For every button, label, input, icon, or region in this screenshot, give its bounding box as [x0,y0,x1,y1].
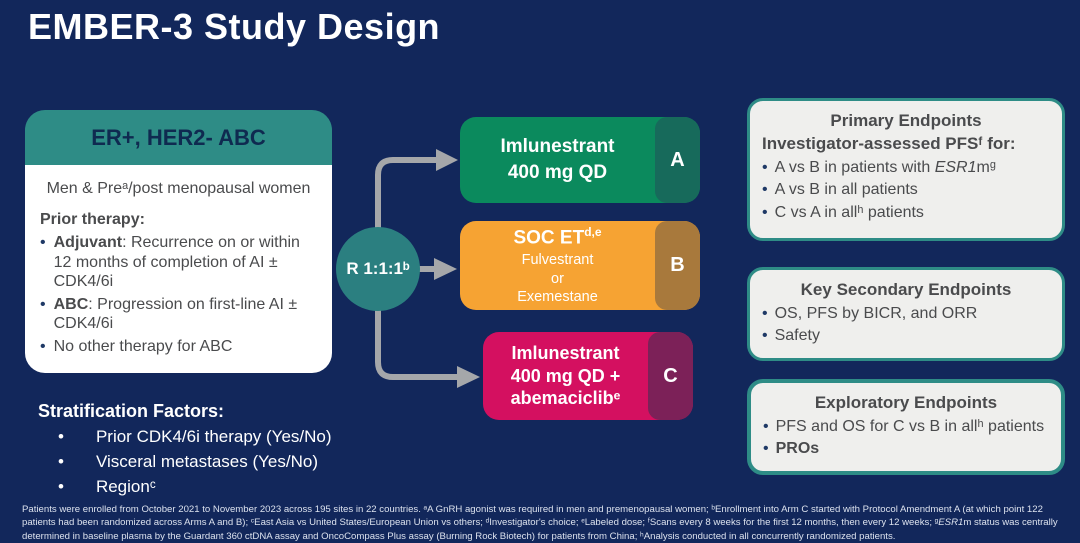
list-item-text: Adjuvant: Recurrence on or within 12 mon… [53,234,300,291]
arm-a-tab: A [655,117,700,203]
list-item-text: Safety [774,327,820,345]
randomization-circle: R 1:1:1ᵇ [336,227,420,311]
arrowhead-c-icon [457,366,480,388]
bullet-icon: • [40,295,46,313]
list-item-text: OS, PFS by BICR, and ORR [774,305,978,322]
arm-c-text: Imlunestrant 400 mg QD + abemaciclibᵉ [483,332,648,420]
bullet-icon: • [762,327,768,345]
arm-a-line: 400 mg QD [507,162,608,183]
arm-c-letter: C [663,364,678,387]
arm-b-line: or [551,270,564,287]
list-item-text: PROs [775,440,820,458]
bullet-icon: • [762,203,768,221]
arm-c-box: Imlunestrant 400 mg QD + abemaciclibᵉ C [483,332,693,420]
bullet-icon: • [58,452,64,471]
arm-b-line: Fulvestrant [521,252,594,269]
primary-endpoints-subtitle: Investigator-assessed PFSᶠ for: [762,134,1016,153]
exploratory-endpoints-card: Exploratory Endpoints • PFS and OS for C… [747,379,1065,475]
list-item: • OS, PFS by BICR, and ORR [762,303,1050,325]
list-item: • A vs B in patients with ESR1mᵍ [762,157,1050,179]
arm-c-line: 400 mg QD + [510,365,621,386]
list-item: • Regionᶜ [58,477,368,497]
arm-b-title: SOC ETd,e [513,225,602,249]
bullet-icon: • [58,477,64,496]
randomization-label: R 1:1:1ᵇ [346,259,410,278]
exploratory-endpoints-title: Exploratory Endpoints [814,393,998,412]
bullet-icon: • [762,181,768,199]
list-item-text: A vs B in all patients [774,181,918,199]
list-item-text: C vs A in allʰ patients [774,203,924,221]
arrowhead-a-icon [436,149,458,171]
stratification-list: • Prior CDK4/6i therapy (Yes/No) • Visce… [38,427,368,497]
arm-c-tab: C [648,332,693,420]
arm-b-letter: B [670,254,685,276]
arm-c-line: Imlunestrant [511,343,620,364]
arrowhead-b-icon [434,258,457,280]
bullet-icon: • [762,159,768,176]
arm-c-line: abemaciclibᵉ [510,388,621,409]
population-card: ER+, HER2- ABC Men & Preᵃ/post menopausa… [25,110,332,374]
list-item: • Safety [762,325,1050,347]
arm-a-box: Imlunestrant 400 mg QD A [460,117,700,203]
arm-b-tab: B [655,221,700,310]
arm-b-box: SOC ETd,e Fulvestrant or Exemestane B [460,221,700,310]
population-card-header: ER+, HER2- ABC [25,110,332,165]
list-item: • ABC: Progression on first-line AI ± CD… [40,295,317,334]
bullet-icon: • [763,418,769,435]
bullet-icon: • [58,427,64,446]
arm-b-text: SOC ETd,e Fulvestrant or Exemestane [460,221,655,310]
primary-endpoints-card: Primary Endpoints Investigator-assessed … [747,98,1065,241]
primary-endpoints-title: Primary Endpoints [830,111,982,130]
arm-a-line: Imlunestrant [500,136,615,158]
population-header-label: ER+, HER2- ABC [91,124,266,150]
stratification-label: Stratification Factors: [38,401,225,421]
stratification-factors: Stratification Factors: • Prior CDK4/6i … [38,401,368,502]
list-item-text: No other therapy for ABC [53,337,233,355]
list-item-text: Regionᶜ [95,477,156,496]
footnote: Patients were enrolled from October 2021… [22,504,1058,542]
arm-a-letter: A [670,148,685,171]
population-intro: Men & Preᵃ/post menopausal women [46,180,311,197]
list-item-text: Prior CDK4/6i therapy (Yes/No) [95,427,332,446]
list-item: • A vs B in all patients [762,179,1050,201]
prior-therapy-label: Prior therapy: [40,211,145,228]
population-card-body: Men & Preᵃ/post menopausal women Prior t… [25,165,332,374]
bullet-icon: • [763,440,769,458]
prior-therapy-list: • Adjuvant: Recurrence on or within 12 m… [40,233,317,356]
arm-b-line: Exemestane [517,288,598,305]
key-secondary-endpoints-title: Key Secondary Endpoints [800,280,1012,299]
list-item: • PROs [763,438,1049,460]
bullet-icon: • [40,234,46,251]
arm-a-text: Imlunestrant 400 mg QD [460,117,655,203]
list-item: • C vs A in allʰ patients [762,202,1050,224]
key-secondary-endpoints-card: Key Secondary Endpoints • OS, PFS by BIC… [747,267,1065,361]
list-item-text: A vs B in patients with ESR1mᵍ [774,159,996,176]
list-item-text: PFS and OS for C vs B in allʰ patients [775,418,1045,435]
bullet-icon: • [762,305,768,322]
list-item-text: Visceral metastases (Yes/No) [95,452,318,471]
list-item: • Visceral metastases (Yes/No) [58,452,368,472]
bullet-icon: • [40,337,46,355]
list-item: • Prior CDK4/6i therapy (Yes/No) [58,427,368,447]
page-title: EMBER-3 Study Design [28,6,441,47]
list-item: • PFS and OS for C vs B in allʰ patients [763,416,1049,438]
list-item: • Adjuvant: Recurrence on or within 12 m… [40,233,317,292]
list-item: • No other therapy for ABC [40,337,317,357]
list-item-text: ABC: Progression on first-line AI ± CDK4… [53,295,298,333]
